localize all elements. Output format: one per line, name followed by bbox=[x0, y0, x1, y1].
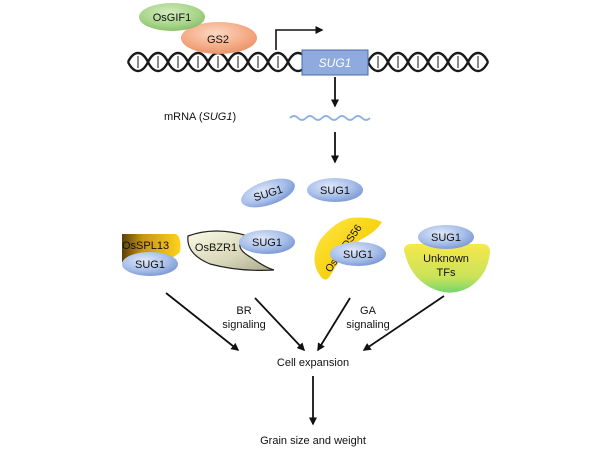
osspl13-complex: OsSPL13 SUG1 bbox=[122, 234, 181, 276]
unknown-tfs-complex: Unknown TFs SUG1 bbox=[404, 225, 490, 293]
unknown-tfs-label-2: TFs bbox=[437, 267, 456, 279]
sug1-spl-shape bbox=[122, 252, 178, 276]
gs2-label: GS2 bbox=[207, 34, 229, 46]
mrna-wave bbox=[289, 115, 371, 121]
dna-rungs bbox=[137, 56, 479, 68]
sug1-bzr-label: SUG1 bbox=[252, 237, 282, 249]
sug1-unknown-label: SUG1 bbox=[431, 232, 461, 244]
mrna-label-suffix: ) bbox=[232, 111, 236, 123]
sug1-protein-a: SUG1 bbox=[241, 178, 295, 208]
unknown-tfs-shape bbox=[404, 244, 490, 293]
mrna-label: mRNA (SUG1) bbox=[164, 111, 236, 123]
arrow-tfs-to-cell bbox=[362, 295, 445, 351]
br-label-1: BR bbox=[236, 305, 251, 317]
osgif1-label: OsGIF1 bbox=[153, 12, 192, 24]
ga-label-2: signaling bbox=[346, 319, 389, 331]
sug1-mads-shape bbox=[330, 242, 386, 266]
converging-arrows bbox=[165, 292, 445, 352]
sug1-unknown-shape bbox=[418, 225, 474, 249]
osbzr1-complex: OsBZR1 SUG1 bbox=[187, 230, 295, 271]
unknown-tfs-label-1: Unknown bbox=[423, 253, 469, 265]
mrna-label-gene: SUG1 bbox=[203, 111, 233, 123]
sug1-protein-b-label: SUG1 bbox=[320, 185, 350, 197]
gs2-protein: GS2 bbox=[181, 22, 257, 54]
br-label-2: signaling bbox=[222, 319, 265, 331]
arrow-mads-to-cell bbox=[317, 297, 351, 352]
osmads56-complex: OsMADS56 SUG1 bbox=[314, 217, 386, 280]
mrna-label-prefix: mRNA ( bbox=[164, 111, 203, 123]
sug1-bzr-shape bbox=[239, 230, 295, 254]
sug1-spl-label: SUG1 bbox=[135, 259, 165, 271]
osbzr1-label: OsBZR1 bbox=[195, 242, 237, 254]
sug1-protein-b: SUG1 bbox=[307, 178, 363, 202]
arrow-spl-to-cell bbox=[165, 292, 240, 351]
cell-expansion-label: Cell expansion bbox=[277, 357, 349, 369]
ga-label-1: GA bbox=[360, 305, 377, 317]
transcription-start-arrow bbox=[275, 26, 324, 50]
arrow-bzr-to-cell bbox=[254, 297, 306, 352]
osbzr1-shape bbox=[187, 230, 275, 271]
sug1-gene-box: SUG1 bbox=[301, 49, 369, 76]
sug1-gene-label: SUG1 bbox=[319, 56, 352, 70]
sug1-mads-label: SUG1 bbox=[343, 249, 373, 261]
osspl13-label: OsSPL13 bbox=[122, 240, 169, 252]
osgif1-protein: OsGIF1 bbox=[139, 3, 205, 31]
grain-label: Grain size and weight bbox=[260, 435, 366, 447]
